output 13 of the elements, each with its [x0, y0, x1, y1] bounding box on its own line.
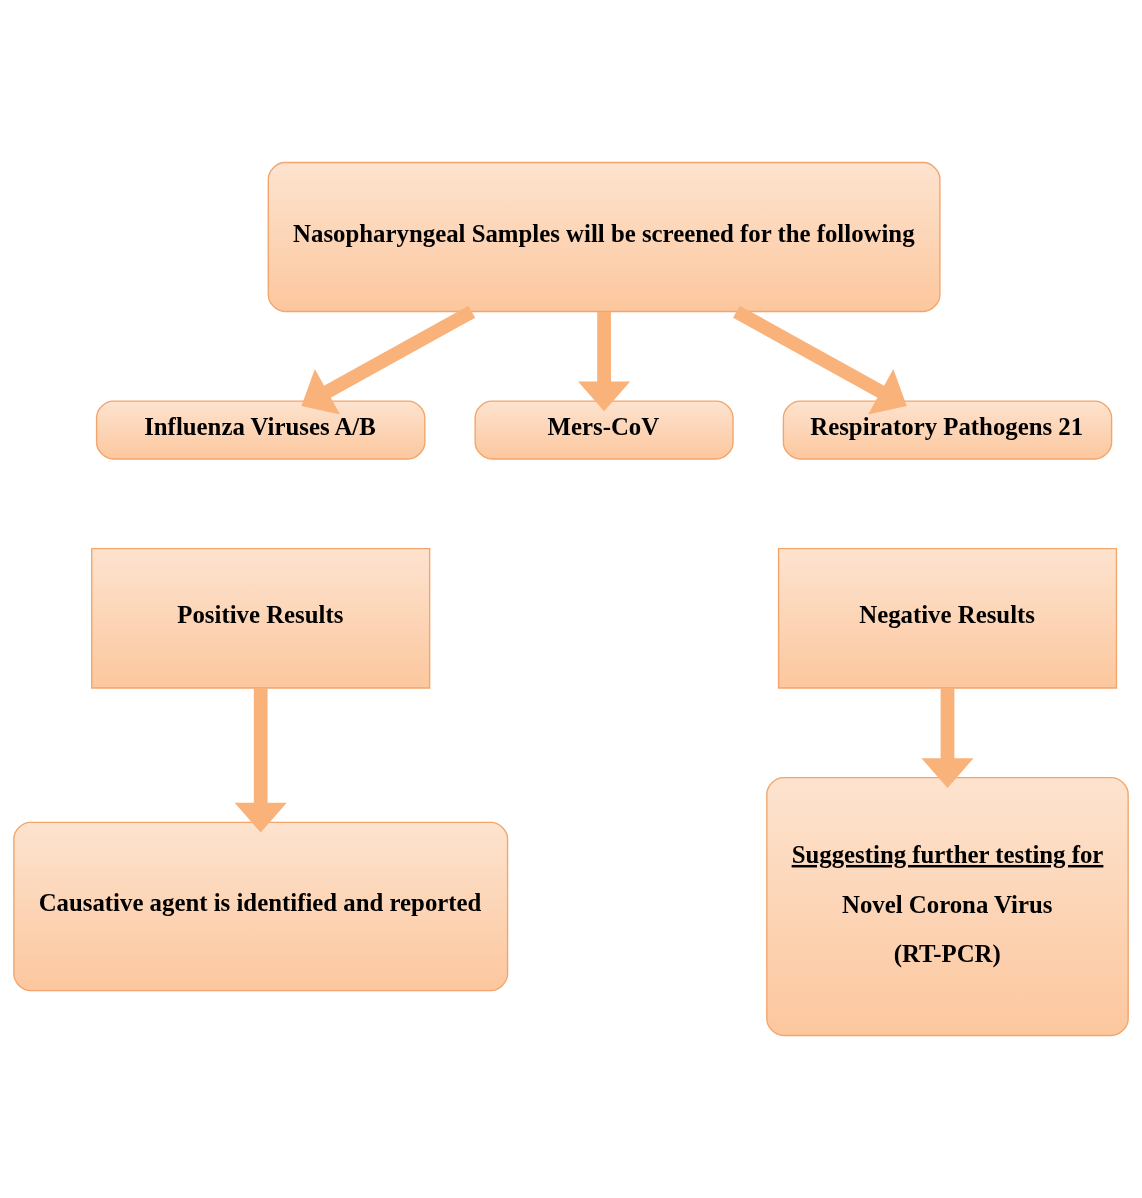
arrow — [733, 305, 907, 415]
node-box: Influenza Viruses A/B — [95, 400, 426, 460]
node-box: Respiratory Pathogens 21 — [782, 400, 1113, 460]
node-box: Suggesting further testing for Novel Corona Virus (RT-PCR) — [766, 776, 1129, 1037]
node-box: Mers-CoV — [474, 400, 734, 460]
node-box: Positive Results — [91, 547, 431, 689]
arrow — [234, 688, 287, 833]
arrow — [578, 311, 631, 412]
node-box: Nasopharyngeal Samples will be screened for the following — [267, 161, 941, 313]
node-box: Causative agent is identified and reported — [13, 821, 509, 992]
arrow — [921, 688, 974, 788]
arrow — [301, 305, 476, 415]
node-box: Negative Results — [777, 547, 1118, 689]
